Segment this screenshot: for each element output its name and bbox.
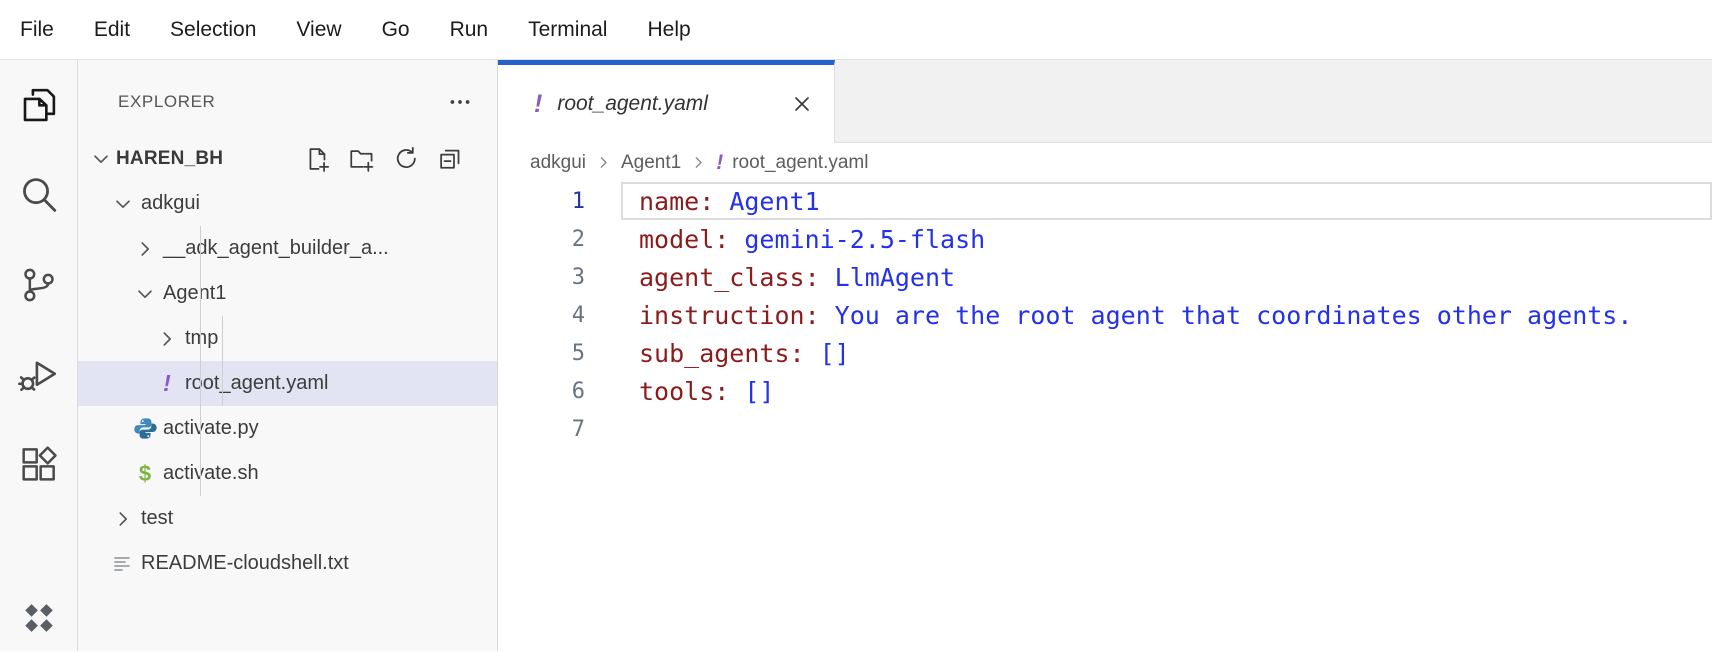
- chevron-right-icon: [595, 154, 612, 171]
- code-line-7[interactable]: 7: [498, 410, 1712, 448]
- file-tree: adkgui __adk_agent_builder_a... Agent1 tmp!…: [78, 181, 497, 586]
- tab-root-agent-yaml[interactable]: ! root_agent.yaml: [498, 60, 835, 143]
- code-text: model: gemini-2.5-flash: [639, 224, 986, 254]
- code-text: sub_agents: []: [639, 338, 850, 368]
- menu-item-help[interactable]: Help: [647, 17, 691, 41]
- line-number: 2: [571, 226, 585, 252]
- chevron-down-icon: [110, 191, 136, 217]
- ellipsis-icon: [450, 100, 470, 104]
- tree-item-test[interactable]: test: [78, 496, 497, 541]
- tree-item-label: activate.sh: [163, 462, 259, 484]
- close-icon[interactable]: [790, 92, 814, 116]
- tree-item-label: Agent1: [163, 282, 227, 304]
- chevron-right-icon: [690, 154, 707, 171]
- code-line-1[interactable]: 1 name: Agent1: [498, 182, 1712, 220]
- code-line-5[interactable]: 5 sub_agents: []: [498, 334, 1712, 372]
- search-icon[interactable]: [16, 172, 62, 218]
- code-editor[interactable]: 1 name: Agent1 2 model: gemini-2.5-flash 3 ag…: [498, 182, 1712, 651]
- yaml-icon: !: [534, 89, 543, 118]
- tree-item-label: __adk_agent_builder_a...: [163, 237, 389, 259]
- workbench: EXPLORER HAREN_BH adkgui __adk_agent_buil…: [0, 60, 1712, 651]
- tree-item-adkgui[interactable]: adkgui: [78, 181, 497, 226]
- code-text: name: Agent1: [639, 186, 820, 216]
- explorer-title: EXPLORER: [118, 92, 216, 111]
- tree-item-label: activate.py: [163, 417, 259, 439]
- chevron-down-icon: [132, 281, 158, 307]
- tree-item--adk-agent-builder-a-[interactable]: __adk_agent_builder_a...: [78, 226, 497, 271]
- refresh-icon[interactable]: [391, 144, 421, 174]
- code-line-3[interactable]: 3 agent_class: LlmAgent: [498, 258, 1712, 296]
- sidebar-explorer: EXPLORER HAREN_BH adkgui __adk_agent_buil…: [78, 60, 498, 651]
- line-number: 7: [571, 416, 585, 442]
- chevron-right-icon: [110, 506, 136, 532]
- code-text: agent_class: LlmAgent: [639, 262, 956, 292]
- editor-group: ! root_agent.yaml adkgui Agent1! root_agen…: [498, 60, 1712, 651]
- tree-item-label: root_agent.yaml: [185, 372, 329, 394]
- breadcrumb-segment[interactable]: Agent1: [621, 151, 682, 173]
- tab-label: root_agent.yaml: [557, 92, 708, 115]
- python-icon: [132, 416, 158, 442]
- tree-item-label: tmp: [185, 327, 219, 349]
- tree-item-activate-sh[interactable]: $ activate.sh: [78, 451, 497, 496]
- source-control-icon[interactable]: [16, 262, 62, 308]
- explorer-header: EXPLORER: [78, 60, 497, 136]
- chevron-right-icon: [132, 236, 158, 262]
- menu-item-go[interactable]: Go: [381, 17, 410, 41]
- text-icon: [110, 551, 136, 577]
- tree-item-label: README-cloudshell.txt: [141, 552, 349, 574]
- tree-item-label: adkgui: [141, 192, 200, 214]
- line-number: 6: [571, 378, 585, 404]
- menu-item-run[interactable]: Run: [449, 17, 489, 41]
- tree-item-root-agent-yaml[interactable]: ! root_agent.yaml: [78, 361, 497, 406]
- cloud-code-icon[interactable]: [16, 595, 62, 641]
- code-text: tools: []: [639, 376, 775, 406]
- run-and-debug-icon[interactable]: [16, 352, 62, 398]
- code-line-4[interactable]: 4 instruction: You are the root agent tha…: [498, 296, 1712, 334]
- breadcrumb: adkgui Agent1! root_agent.yaml: [498, 143, 1712, 182]
- tree-item-agent1[interactable]: Agent1: [78, 271, 497, 316]
- line-number: 1: [571, 188, 585, 214]
- new-folder-icon[interactable]: [347, 144, 377, 174]
- menu-item-file[interactable]: File: [20, 17, 54, 41]
- yaml-icon: !: [716, 150, 724, 174]
- workspace-section-header[interactable]: HAREN_BH: [78, 136, 497, 181]
- menu-item-terminal[interactable]: Terminal: [528, 17, 608, 41]
- menu-item-selection[interactable]: Selection: [170, 17, 257, 41]
- breadcrumb-segment[interactable]: root_agent.yaml: [732, 151, 869, 173]
- tab-bar: ! root_agent.yaml: [498, 60, 1712, 143]
- menu-item-view[interactable]: View: [296, 17, 342, 41]
- chevron-down-icon: [88, 146, 114, 172]
- menu-item-edit[interactable]: Edit: [93, 17, 131, 41]
- line-number: 5: [571, 340, 585, 366]
- shell-icon: $: [138, 460, 152, 486]
- indent-guide: [222, 316, 223, 406]
- tree-item-tmp[interactable]: tmp: [78, 316, 497, 361]
- explorer-actions: [303, 144, 497, 174]
- tree-item-label: test: [141, 507, 174, 529]
- activity-bar: [0, 60, 78, 651]
- extensions-icon[interactable]: [16, 442, 62, 488]
- tree-item-activate-py[interactable]: activate.py: [78, 406, 497, 451]
- menu-bar: File Edit Selection View Go Run Terminal Help: [0, 0, 1712, 60]
- chevron-right-icon: [154, 326, 180, 352]
- yaml-icon: !: [163, 370, 171, 396]
- code-line-6[interactable]: 6 tools: []: [498, 372, 1712, 410]
- indent-guide: [200, 226, 201, 496]
- code-line-2[interactable]: 2 model: gemini-2.5-flash: [498, 220, 1712, 258]
- collapse-all-icon[interactable]: [435, 144, 465, 174]
- more-actions-button[interactable]: [447, 89, 473, 115]
- line-number: 4: [571, 302, 585, 328]
- code-text: instruction: You are the root agent that…: [639, 300, 1633, 330]
- new-file-icon[interactable]: [303, 144, 333, 174]
- workspace-name: HAREN_BH: [116, 147, 224, 169]
- breadcrumb-segment[interactable]: adkgui: [530, 151, 586, 173]
- tree-item-readme-cloudshell-txt[interactable]: README-cloudshell.txt: [78, 541, 497, 586]
- explorer-icon[interactable]: [16, 82, 62, 128]
- line-number: 3: [571, 264, 585, 290]
